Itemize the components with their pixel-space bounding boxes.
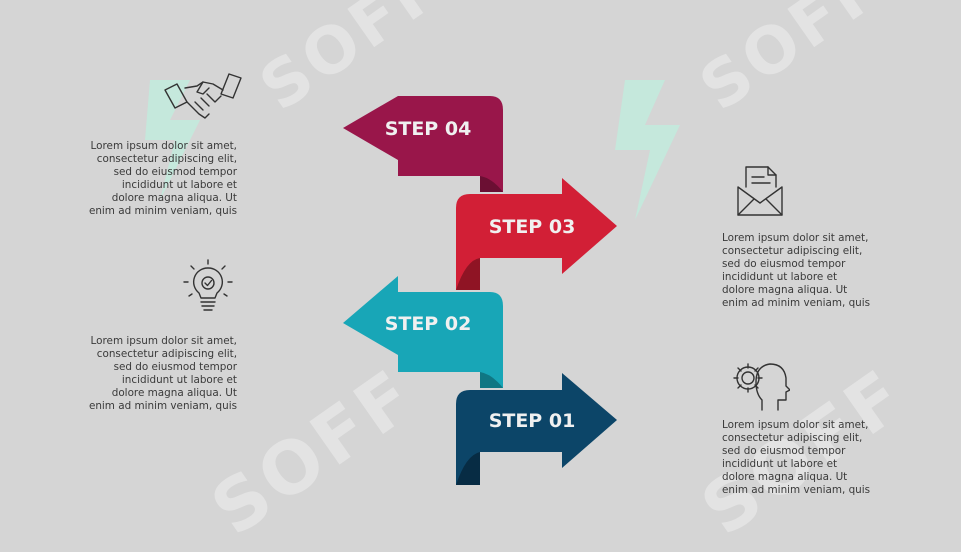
step-02-description: Lorem ipsum dolor sit amet, consectetur … (88, 335, 237, 412)
head-gear-icon (733, 363, 790, 411)
step-03-arrow: STEP 03 (456, 178, 617, 290)
step-01-label: STEP 01 (489, 410, 576, 432)
lightbulb-icon (183, 259, 233, 311)
step-02-arrow: STEP 02 (343, 276, 503, 388)
step-04-description: Lorem ipsum dolor sit amet, consectetur … (88, 140, 237, 217)
step-03-label: STEP 03 (489, 216, 576, 238)
step-04-label: STEP 04 (385, 118, 472, 140)
steps-diagram: STEP 04 STEP 03 STEP 02 STEP 01 (343, 96, 617, 485)
step-01-arrow: STEP 01 (456, 373, 617, 485)
step-01-description: Lorem ipsum dolor sit amet, consectetur … (722, 419, 871, 496)
step-02-label: STEP 02 (385, 313, 472, 335)
step-03-description: Lorem ipsum dolor sit amet, consectetur … (722, 232, 871, 309)
mail-document-icon (737, 166, 783, 216)
step-04-arrow: STEP 04 (343, 96, 503, 192)
handshake-icon (164, 73, 242, 119)
